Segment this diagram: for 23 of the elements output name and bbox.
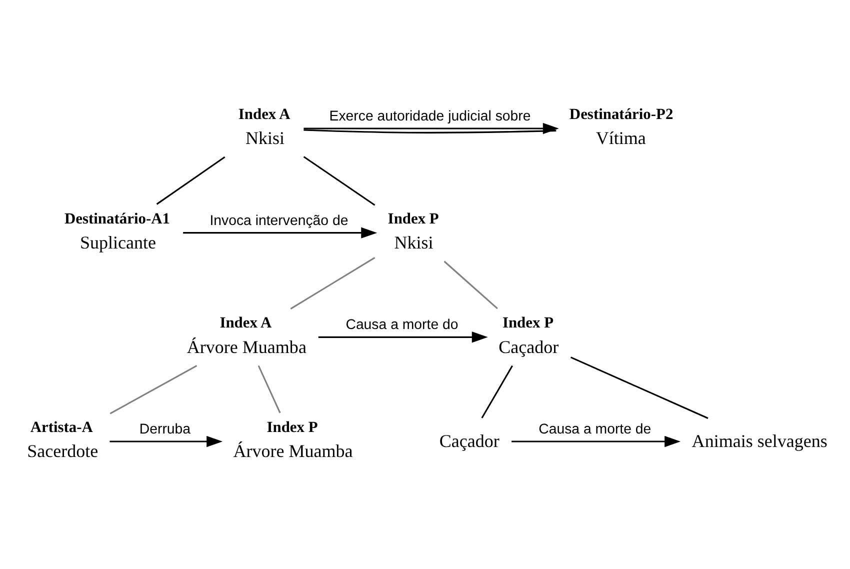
node-text: Nkisi — [244, 128, 284, 148]
node-text: Suplicante — [79, 232, 156, 252]
node-label: Index A — [219, 314, 272, 332]
node-label: Index P — [266, 418, 318, 436]
node-label: Index P — [387, 210, 438, 227]
node-text: Árvore Muamba — [186, 336, 306, 356]
edge-label: Invoca intervenção de — [209, 212, 348, 228]
node-text: Nkisi — [394, 232, 433, 252]
edge-label: Causa a morte do — [345, 316, 458, 333]
node-text: Vítima — [595, 128, 646, 148]
node-text: Animais selvagens — [691, 430, 827, 450]
node-text: Sacerdote — [26, 440, 98, 461]
node-text: Árvore Muamba — [232, 440, 352, 461]
node-label: Destinatário-P2 — [568, 105, 673, 122]
node-label: Index A — [238, 105, 290, 122]
edge-label: Exerce autoridade judicial sobre — [328, 108, 530, 124]
edge-label: Causa a morte de — [538, 421, 651, 438]
node-text: Caçador — [438, 430, 499, 450]
node-label: Artista-A — [30, 418, 92, 436]
node-label: Destinatário-A1 — [64, 210, 170, 227]
edge-label: Derruba — [138, 421, 190, 438]
node-label: Index P — [502, 314, 554, 332]
node-text: Caçador — [498, 336, 558, 356]
